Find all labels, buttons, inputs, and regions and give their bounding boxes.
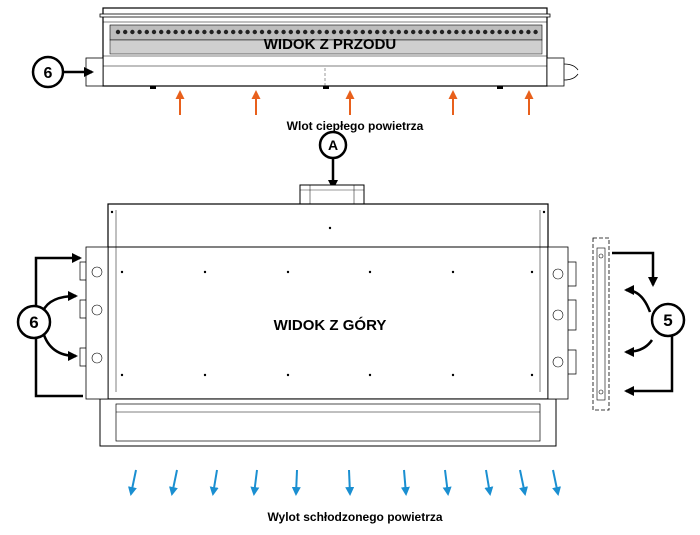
top-callout-5-label: 5: [663, 311, 672, 330]
loop-arrow-icon: [624, 285, 652, 313]
front-callout-label: 6: [44, 65, 53, 82]
loop-arrow-icon: [41, 331, 78, 361]
top-callout-6-label: 6: [29, 313, 38, 332]
cool-air-arrows: [128, 469, 561, 496]
top-callout-5: 5: [612, 251, 686, 396]
callout-a: A: [318, 130, 348, 190]
callout-a-label: A: [328, 137, 338, 153]
arrow-down-icon: [128, 469, 137, 496]
circle-callout-icon: [16, 304, 52, 340]
loop-arrow-icon: [41, 291, 78, 312]
front-view-title: WIDOK Z PRZODU: [264, 36, 397, 53]
front-view-unit: [85, 7, 579, 89]
top-view-title: WIDOK Z GÓRY: [274, 316, 387, 334]
loop-arrow-icon: [624, 339, 654, 357]
loop-line: [34, 335, 83, 398]
front-vent-grille: [115, 29, 538, 35]
arrow-down-icon: [519, 469, 528, 496]
front-callout-6: 6: [31, 55, 94, 89]
warm-air-inlet-label: Wlot ciepłego powietrza: [287, 119, 424, 133]
arrow-down-icon: [209, 469, 219, 496]
warm-air-arrows: [175, 90, 534, 115]
arrow-down-icon: [291, 469, 301, 496]
cool-air-outlet-label: Wylot schłodzonego powietrza: [267, 510, 442, 524]
arrow-down-icon: [345, 469, 355, 496]
arrow-down-icon: [250, 469, 260, 496]
top-callout-6: 6: [16, 253, 83, 398]
right-side-device: [592, 237, 610, 411]
loop-arrow-icon: [34, 253, 82, 308]
top-view-unit: [79, 184, 577, 447]
loop-arrow-icon: [612, 251, 658, 287]
arrow-down-icon: [400, 469, 410, 496]
arrow-down-icon: [169, 469, 178, 496]
arrow-down-icon: [484, 469, 494, 496]
circle-callout-icon: [650, 302, 686, 338]
arrow-down-icon: [442, 469, 452, 496]
arrow-down-icon: [552, 469, 561, 496]
loop-arrow-icon: [624, 335, 674, 396]
